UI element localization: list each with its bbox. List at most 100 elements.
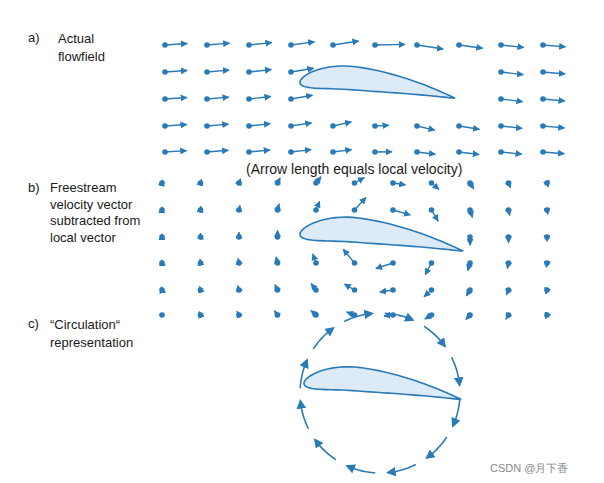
velocity-arrow (162, 96, 187, 102)
velocity-arrow (466, 287, 472, 296)
velocity-arrow (275, 204, 281, 213)
velocity-arrow (498, 149, 522, 155)
watermark: CSDN @月下香 (490, 460, 568, 476)
velocity-arrow (506, 207, 512, 215)
panel-letter: a) (28, 30, 40, 46)
velocity-arrow (352, 178, 365, 186)
velocity-arrow (288, 95, 312, 102)
velocity-arrow (544, 180, 550, 187)
velocity-arrow (236, 205, 242, 212)
velocity-arrow (414, 149, 435, 155)
circulation-arc (315, 440, 336, 460)
velocity-arrow (544, 207, 550, 214)
velocity-arrow (159, 312, 165, 318)
velocity-arrow (414, 123, 435, 130)
velocity-arrow (311, 310, 319, 317)
panel-caption: Actual flowfield (58, 30, 128, 66)
velocity-arrow (204, 69, 229, 75)
velocity-arrow (498, 42, 524, 48)
velocity-arrow (311, 284, 319, 293)
velocity-arrow (425, 260, 434, 274)
velocity-arrow (456, 123, 479, 129)
velocity-arrow (540, 42, 565, 48)
velocity-arrow (467, 207, 473, 217)
velocity-arrow (288, 42, 314, 48)
velocity-arrow (544, 260, 550, 267)
velocity-arrow (344, 284, 357, 293)
velocity-arrow (467, 180, 474, 189)
velocity-arrow (424, 287, 434, 296)
velocity-arrow (275, 178, 281, 186)
airfoil (300, 66, 455, 98)
circulation-arc (344, 313, 372, 321)
circulation-arc (427, 437, 447, 458)
velocity-arrow (246, 123, 270, 129)
velocity-arrow (236, 258, 242, 265)
velocity-arrow (204, 96, 229, 102)
velocity-arrow (162, 69, 187, 75)
velocity-arrow (204, 123, 228, 129)
velocity-arrow (498, 69, 523, 75)
velocity-arrow (372, 42, 405, 48)
velocity-arrow (506, 180, 512, 188)
velocity-arrow (246, 96, 271, 102)
velocity-arrow (198, 259, 204, 266)
velocity-arrow (246, 69, 271, 75)
velocity-arrow (275, 285, 281, 293)
velocity-arrow (288, 149, 311, 155)
velocity-arrow (198, 206, 204, 213)
velocity-arrow (456, 42, 482, 48)
velocity-arrow (372, 123, 389, 129)
velocity-arrow (162, 149, 186, 155)
circulation-arc (453, 398, 460, 426)
circulation-arc (347, 466, 375, 473)
velocity-arrow (506, 234, 512, 242)
circulation-arc (313, 328, 333, 349)
circulation-arc (424, 326, 445, 346)
velocity-arrow (330, 149, 351, 155)
velocity-arrow (414, 42, 443, 49)
velocity-arrow (498, 123, 522, 129)
velocity-arrow (506, 260, 512, 268)
velocity-arrow (275, 230, 281, 239)
velocity-arrow (236, 232, 242, 240)
velocity-arrow (498, 96, 523, 102)
velocity-arrow (313, 254, 319, 266)
airfoil (304, 367, 461, 400)
velocity-arrow (313, 201, 319, 213)
panel-caption: “Circulation“ representation (50, 316, 160, 352)
velocity-arrow (246, 149, 270, 155)
velocity-arrow (159, 287, 165, 293)
velocity-arrow (159, 207, 165, 213)
velocity-arrow (540, 96, 565, 102)
velocity-arrow (159, 180, 165, 186)
velocity-arrow (540, 123, 564, 129)
velocity-arrow (429, 180, 439, 189)
velocity-arrow (159, 260, 165, 266)
circulation-arc (300, 401, 308, 429)
velocity-arrow (246, 42, 272, 48)
velocity-arrow (390, 207, 410, 215)
panel-letter: b) (28, 180, 40, 196)
velocity-arrow (162, 42, 187, 48)
velocity-arrow (159, 234, 165, 240)
velocity-arrow (544, 312, 550, 318)
velocity-arrow (236, 311, 242, 318)
velocity-arrow (313, 177, 321, 186)
velocity-arrow (352, 198, 366, 213)
velocity-arrow (540, 69, 565, 75)
velocity-arrow (506, 287, 512, 295)
circulation-arc (452, 357, 460, 385)
velocity-arrow (198, 312, 204, 318)
panel-caption: (Arrow length equals local velocity) (246, 161, 462, 177)
velocity-arrow (162, 123, 187, 129)
velocity-arrow (198, 286, 204, 292)
velocity-arrow (467, 260, 473, 270)
velocity-arrow (204, 42, 229, 48)
velocity-arrow (466, 312, 473, 319)
circulation-arc (388, 465, 416, 473)
velocity-arrow (198, 233, 204, 240)
velocity-arrow (372, 149, 392, 155)
velocity-arrow (425, 312, 434, 319)
velocity-arrow (288, 123, 311, 129)
